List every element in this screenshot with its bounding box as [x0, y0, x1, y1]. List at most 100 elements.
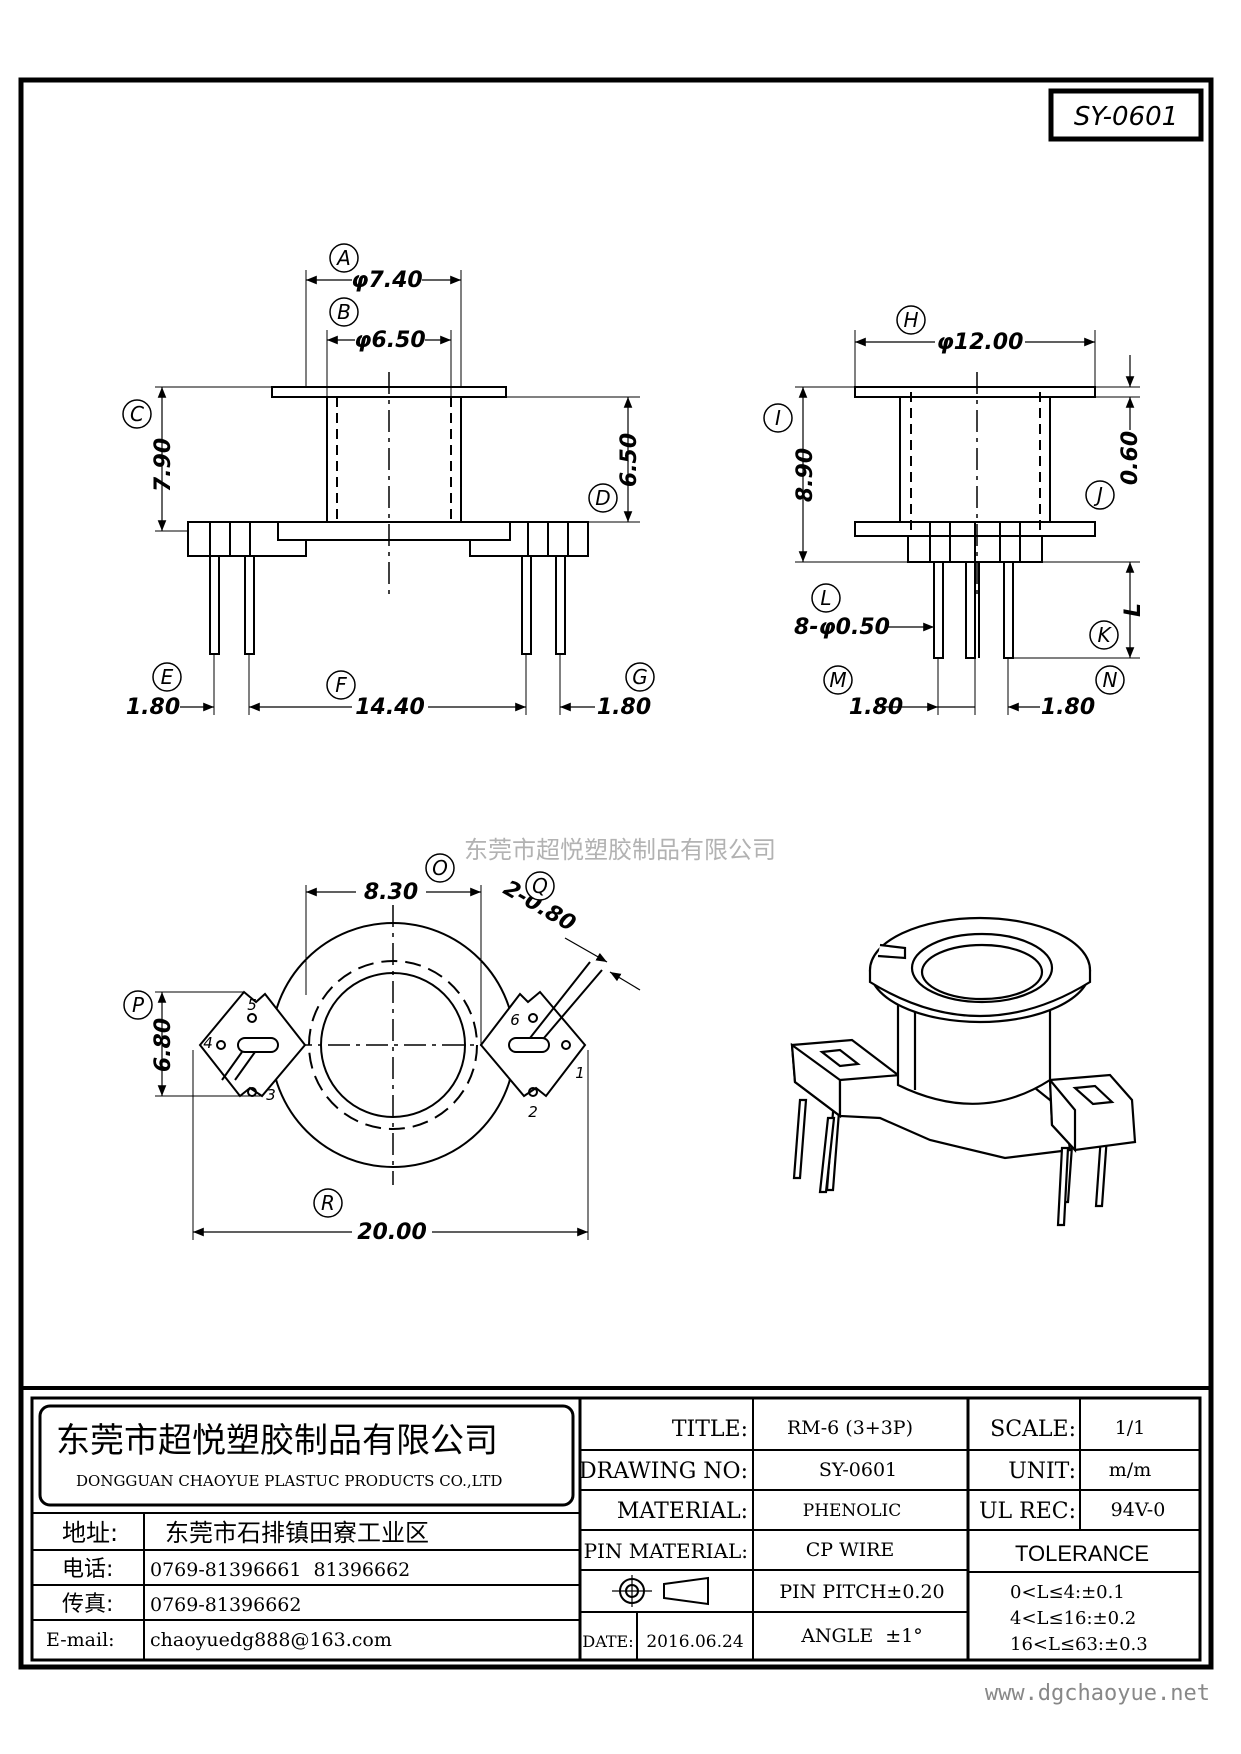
svg-text:L: L [820, 586, 831, 610]
title-block [21, 1386, 1211, 1662]
svg-text:K: K [1097, 623, 1112, 647]
svg-text:M: M [829, 668, 846, 692]
dim-d-value: 6.50 [617, 433, 642, 487]
title-value: RM-6 (3+3P) [787, 1417, 913, 1439]
pin-number-4: 4 [203, 1034, 213, 1052]
callout-b: B [329, 297, 359, 327]
callout-j: J [1085, 480, 1115, 510]
tolerance-row-2: 4<L≤16:±0.2 [1010, 1608, 1136, 1629]
dim-e-value: 1.80 [126, 695, 180, 720]
svg-text:P: P [132, 993, 145, 1017]
callout-k: K [1089, 620, 1119, 650]
svg-text:A: A [335, 246, 351, 270]
date-value: 2016.06.24 [646, 1632, 743, 1652]
material-label: MATERIAL: [617, 1499, 748, 1524]
material-value: PHENOLIC [803, 1501, 902, 1521]
dim-m-value: 1.80 [849, 695, 903, 720]
callout-f: F [326, 670, 356, 700]
svg-text:H: H [903, 308, 918, 332]
pin-number-3: 3 [266, 1086, 276, 1104]
company-name-cn: 东莞市超悦塑胶制品有限公司 [56, 1421, 498, 1461]
callout-q: Q [525, 871, 555, 901]
dim-h-value: φ12.00 [937, 330, 1024, 355]
dim-i-value: 8.90 [793, 448, 818, 502]
svg-text:G: G [632, 665, 648, 689]
callout-g: G [625, 662, 655, 692]
fax-value: 0769-81396662 [150, 1594, 301, 1616]
angle-tolerance: ANGLE ±1° [800, 1625, 923, 1647]
dim-a-value: φ7.40 [351, 268, 423, 293]
company-name-en: DONGGUAN CHAOYUE PLASTUC PRODUCTS CO.,LT… [76, 1472, 502, 1490]
svg-text:F: F [335, 673, 347, 697]
email-label: E-mail: [46, 1629, 115, 1651]
callout-h: H [896, 305, 926, 335]
svg-text:E: E [161, 665, 174, 689]
dim-n-value: 1.80 [1041, 695, 1095, 720]
svg-text:J: J [1093, 483, 1103, 507]
svg-text:Q: Q [532, 874, 548, 898]
outer-frame [18, 77, 1214, 1670]
phone-value: 0769-81396661 81396662 [150, 1559, 410, 1581]
drawing-no-value: SY-0601 [819, 1459, 897, 1481]
dim-c-value: 7.90 [151, 438, 176, 492]
isometric-view [790, 916, 1137, 1227]
svg-text:B: B [337, 300, 351, 324]
callout-a: A [329, 243, 359, 273]
pin-material-value: CP WIRE [806, 1539, 895, 1561]
address-value: 东莞市石排镇田寮工业区 [165, 1519, 429, 1547]
svg-text:N: N [1103, 668, 1118, 692]
callout-m: M [823, 665, 853, 695]
front-view [155, 270, 640, 715]
top-view [155, 885, 641, 1240]
side-view [795, 330, 1140, 715]
unit-value: m/m [1109, 1459, 1151, 1481]
dim-r-value: 20.00 [357, 1220, 427, 1245]
email-value: chaoyuedg888@163.com [150, 1629, 392, 1651]
callout-p: P [123, 990, 153, 1020]
svg-text:O: O [432, 856, 448, 880]
svg-text:R: R [321, 1191, 335, 1215]
address-label: 地址: [62, 1519, 118, 1547]
drawing-code-box: SY-0601 [1048, 88, 1204, 142]
dim-j-value: 0.60 [1118, 431, 1143, 485]
dim-o-value: 8.30 [364, 880, 418, 905]
ul-label: UL REC: [979, 1499, 1076, 1524]
callout-n: N [1095, 665, 1125, 695]
dim-b-value: φ6.50 [354, 328, 426, 353]
callout-l: L [811, 583, 841, 613]
drawing-code: SY-0601 [1074, 102, 1178, 132]
pin-pitch: PIN PITCH±0.20 [779, 1581, 944, 1603]
dim-l-value: 8-φ0.50 [794, 615, 890, 640]
svg-text:D: D [595, 486, 610, 510]
svg-text:I: I [775, 406, 781, 430]
tolerance-row-3: 16<L≤63:±0.3 [1010, 1634, 1148, 1655]
callout-i: I [763, 403, 793, 433]
callout-o: O [425, 853, 455, 883]
dim-g-value: 1.80 [597, 695, 651, 720]
tolerance-label: TOLERANCE [1015, 1541, 1149, 1566]
dim-p-value: 6.80 [151, 1018, 176, 1072]
title-label: TITLE: [672, 1417, 748, 1442]
svg-text:C: C [130, 402, 144, 426]
pin-number-1: 1 [575, 1064, 585, 1082]
tolerance-row-1: 0<L≤4:±0.1 [1010, 1582, 1125, 1603]
dim-k-value: L [1121, 603, 1146, 617]
date-label: DATE: [582, 1632, 633, 1651]
callout-e: E [152, 662, 182, 692]
unit-label: UNIT: [1008, 1459, 1076, 1484]
fax-label: 传真: [62, 1592, 113, 1617]
scale-value: 1/1 [1115, 1417, 1146, 1439]
callout-r: R [313, 1188, 343, 1218]
callout-c: C [122, 399, 152, 429]
pin-number-2: 2 [528, 1103, 538, 1121]
callout-d: D [588, 483, 618, 513]
projection-symbol [612, 1575, 709, 1607]
pin-number-5: 5 [247, 996, 257, 1014]
website: www.dgchaoyue.net [985, 1681, 1210, 1706]
pin-material-label: PIN MATERIAL: [584, 1539, 748, 1563]
scale-label: SCALE: [990, 1417, 1076, 1442]
phone-label: 电话: [62, 1557, 113, 1582]
drawing-no-label: DRAWING NO: [579, 1459, 748, 1484]
ul-value: 94V-0 [1111, 1499, 1166, 1521]
